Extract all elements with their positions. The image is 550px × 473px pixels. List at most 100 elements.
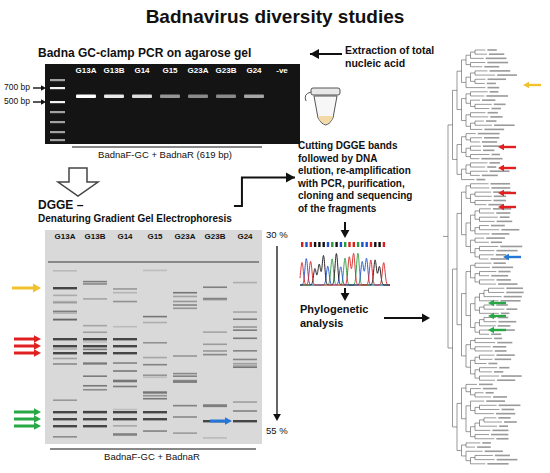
dgge-band	[53, 301, 77, 303]
tree-branch	[471, 327, 476, 328]
leaf-name	[506, 292, 523, 294]
dgge-band	[203, 298, 227, 300]
leaf-name	[506, 287, 523, 289]
dgge-band	[203, 286, 227, 288]
leaf-name	[499, 367, 509, 369]
tree-branch	[475, 346, 491, 347]
tree-branch	[475, 219, 480, 220]
tree-branch	[466, 64, 471, 65]
leaf-name	[496, 413, 515, 415]
tree-branch	[475, 342, 495, 343]
tree-branch	[466, 246, 471, 247]
base-call	[353, 242, 355, 247]
leaf-name	[495, 359, 512, 361]
lane-label: G14	[117, 233, 132, 242]
tree-branch	[475, 75, 495, 76]
tree-branch	[466, 451, 483, 452]
leaf-name	[492, 233, 510, 235]
pcr-band	[160, 95, 180, 98]
dgge-band	[173, 355, 197, 357]
leaf-name	[496, 354, 514, 356]
tree-branch	[475, 434, 489, 435]
leaf-name	[486, 400, 505, 402]
tube-liquid	[318, 116, 333, 124]
tree-branch	[466, 77, 471, 78]
dgge-band	[83, 362, 107, 364]
size-arrow	[33, 87, 42, 88]
leaf-name	[494, 338, 502, 340]
leaf-name	[500, 216, 510, 218]
gel-wells	[48, 261, 259, 263]
dgge-band	[143, 322, 167, 324]
dgge-band	[83, 281, 107, 283]
tree-branch	[466, 367, 471, 368]
tree-branch	[475, 196, 492, 197]
tree-branch	[466, 55, 471, 56]
pcr-band	[104, 95, 124, 98]
ladder-band	[50, 131, 65, 133]
dgge-band	[233, 410, 257, 412]
tree-branch	[484, 290, 489, 291]
tree-branch	[480, 367, 498, 368]
leaf-name	[492, 430, 508, 432]
band-arrow-head	[34, 342, 41, 350]
leaf-name	[497, 221, 513, 223]
dgge-band	[203, 331, 227, 333]
dgge-band	[53, 295, 77, 297]
ladder-band	[50, 139, 65, 141]
tree-branch	[471, 175, 480, 176]
tree-branch	[466, 148, 471, 149]
tree-branch	[448, 124, 453, 125]
base-call	[314, 242, 316, 247]
tree-branch	[471, 401, 485, 402]
tree-branch	[462, 418, 467, 419]
tree-branch	[480, 419, 485, 420]
connector-line	[234, 178, 295, 207]
step-heading: DGGE –	[38, 198, 232, 213]
tree-branch	[480, 213, 495, 214]
tree-branch	[475, 248, 480, 249]
step-heading: Phylogenetic analysis	[300, 303, 378, 331]
leaf-name	[491, 187, 510, 189]
step-heading: Extraction of total nucleic acid	[345, 44, 445, 70]
band-arrow-head	[34, 408, 41, 416]
leaf-name	[484, 137, 499, 139]
leaf-name	[488, 363, 497, 365]
leaf-name	[494, 124, 515, 126]
dgge-band	[113, 292, 137, 294]
clade-arrow-head	[488, 313, 494, 320]
leaf-name	[502, 409, 515, 411]
tree-branch	[462, 192, 467, 193]
lane-label: G23B	[205, 233, 226, 242]
tree-branch	[471, 52, 476, 53]
leaf-name	[493, 396, 507, 398]
tree-branch	[480, 300, 499, 301]
dgge-band	[53, 270, 77, 272]
dgge-band	[113, 386, 137, 388]
tree-branch	[466, 344, 471, 345]
leaf-name	[476, 179, 485, 181]
lane-label: G23B	[216, 67, 237, 76]
tree-branch	[457, 403, 462, 404]
leaf-name	[499, 405, 521, 407]
clade-arrow	[508, 256, 521, 258]
tree-branch	[471, 410, 476, 411]
leaf-name	[487, 87, 499, 89]
leaf-name	[490, 70, 511, 72]
leaf-name	[491, 333, 501, 335]
dgge-band	[203, 350, 227, 352]
step-label: Phylogenetic analysis	[300, 303, 378, 331]
clade-arrow-head	[498, 190, 504, 197]
dgge-band	[173, 296, 197, 298]
dgge-band	[113, 301, 137, 303]
leaf-name	[483, 150, 494, 152]
leaf-name	[497, 279, 511, 281]
step-heading: Badna GC-clamp PCR on agarose gel	[38, 46, 308, 61]
tree-branch	[475, 423, 480, 424]
band-arrow-head	[34, 422, 41, 430]
primer-label: BadnaF-GC + BadnaR (619 bp)	[98, 150, 232, 160]
lane-label: -ve	[276, 67, 288, 76]
leaf-name	[490, 116, 502, 118]
dgge-band	[113, 370, 137, 372]
leaf-name	[491, 225, 505, 227]
